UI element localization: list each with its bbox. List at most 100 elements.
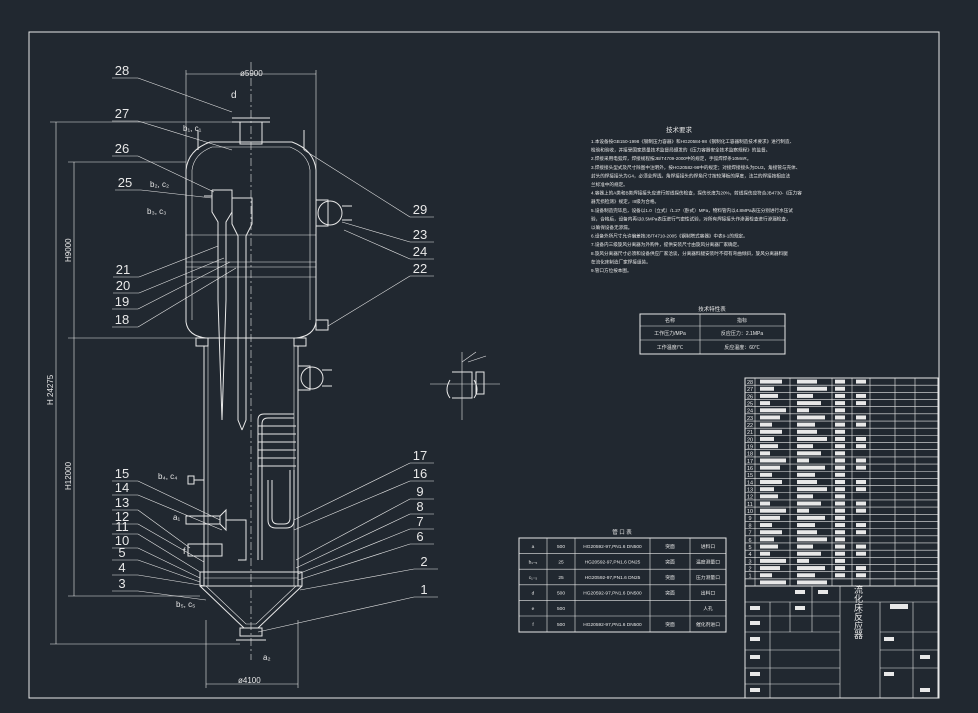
parts-list-number: 13 (747, 488, 753, 494)
parts-list-number: 27 (747, 387, 753, 393)
parts-list-number: 18 (747, 452, 753, 458)
part-label-1: 1 (420, 582, 427, 597)
leader-line-12 (137, 523, 205, 563)
leader-line-6 (297, 543, 411, 581)
leader-line-26 (137, 155, 215, 193)
leader-line-20 (138, 257, 225, 294)
part-label-21: 21 (116, 262, 130, 277)
part-label-14: 14 (115, 480, 129, 495)
tech-requirement-line: 1.本设备按GB150-1998《钢制压力容器》和HG20584-98《钢制化工… (591, 138, 794, 145)
title-block: 流化床反应器 (744, 584, 939, 699)
leader-line-10 (137, 547, 201, 579)
tech-requirement-line: 以确保设备无渗漏。 (591, 224, 632, 231)
part-label-11: 11 (115, 519, 129, 534)
nozzle-b3-label: b₃, c₃ (147, 207, 166, 216)
nozzle-b4-label: b₄, c₄ (158, 472, 177, 481)
part-label-29: 29 (413, 202, 427, 217)
part-label-22: 22 (413, 261, 427, 276)
nozzle-table-cell: 压力测量口 (696, 574, 720, 581)
nozzle-table-cell: 25 (558, 559, 564, 565)
parts-list-number: 3 (748, 559, 751, 565)
nozzle-detail-view (430, 351, 500, 420)
leader-line-1 (257, 596, 415, 633)
nozzle-table-cell: HG20592-97,PN1.6 DN500 (583, 544, 642, 550)
nozzle-table-cell: 突面 (665, 590, 675, 597)
parts-list-number: 25 (747, 401, 753, 407)
tech-characteristics-table: 技术特性表 名称 指标 工作压力/MPa 反应压力：2.1MPa 工作温度/℃ … (639, 305, 786, 355)
tc-row1-name: 工作压力/MPa (654, 330, 686, 337)
dim-lower-height: H12000 (64, 461, 73, 490)
cyclone-separator (211, 189, 233, 300)
parts-list-number: 16 (747, 466, 753, 472)
tech-requirement-line: 检验和验收，并接受国家质量技术监督局颁发的《压力容器安全技术监察规程》的监督。 (591, 147, 770, 154)
part-label-9: 9 (416, 484, 423, 499)
reactor-vessel (50, 62, 352, 688)
parts-list-number: 21 (747, 430, 753, 436)
leader-line-16 (293, 480, 411, 531)
nozzle-table-cell: HG20592-97,PN1.6 DN500 (583, 591, 642, 597)
parts-list-number: 9 (748, 516, 751, 522)
nozzle-table-cell: e (532, 607, 535, 612)
leader-line-5 (137, 559, 201, 583)
part-label-4: 4 (118, 560, 125, 575)
nozzle-table-cell: 温度测量口 (696, 558, 720, 565)
part-label-20: 20 (116, 278, 130, 293)
heat-exchange-coil (257, 413, 294, 560)
dim-upper-height: H9000 (64, 238, 73, 262)
part-label-27: 27 (115, 106, 129, 121)
part-label-17: 17 (413, 448, 427, 463)
parts-list-number: 2 (748, 566, 751, 572)
leader-line-19 (137, 261, 231, 310)
leader-line-4 (137, 574, 207, 587)
tc-header-value: 指标 (737, 317, 747, 324)
parts-list-number: 7 (748, 531, 751, 537)
nozzle-table-cell: f (532, 622, 534, 628)
part-label-8: 8 (416, 499, 423, 514)
nozzle-table-cell: 突面 (665, 574, 675, 581)
parts-list-number: 1 (748, 574, 751, 580)
top-head (185, 141, 317, 171)
nozzle-b1-label: b₁, c₁ (183, 124, 202, 133)
part-label-16: 16 (413, 466, 427, 481)
nozzle-table-cell: 突面 (665, 543, 675, 550)
parts-list-number: 24 (747, 409, 753, 415)
leader-line-17 (293, 462, 411, 521)
tech-requirement-line: 7.设备内三级旋风分离器为外购件，提供安装尺寸由旋风分离器厂家确定。 (591, 241, 742, 248)
leader-line-7 (297, 528, 411, 575)
nozzle-table-cell: 500 (557, 544, 565, 550)
leader-line-25 (140, 189, 213, 199)
tc-header-name: 名称 (665, 317, 675, 324)
nozzle-table-cell: 催化剂进口 (696, 621, 720, 628)
part-label-19: 19 (115, 294, 129, 309)
dim-bottom-diameter: ø4100 (238, 676, 261, 685)
nozzle-table-title: 管 口 表 (612, 528, 632, 536)
leader-line-27 (137, 120, 233, 151)
nozzle-f-label: f (183, 546, 186, 556)
parts-list-number: 4 (748, 552, 751, 558)
nozzle-b2-label: b₂, c₂ (150, 180, 169, 189)
parts-list-number: 15 (747, 473, 753, 479)
part-label-5: 5 (118, 545, 125, 560)
nozzle-table-cell: 500 (557, 622, 565, 628)
catalyst-inlet-f (187, 543, 223, 557)
part-label-28: 28 (115, 63, 129, 78)
tech-requirement-line: 9.管口方位按本图。 (591, 267, 632, 274)
nozzle-table-cell: 25 (558, 575, 564, 581)
leader-line-28 (137, 77, 233, 113)
nozzle-b5-label: b₅, c₅ (176, 600, 195, 609)
nozzle-table-cell: 突面 (665, 558, 675, 565)
tech-requirement-line: 器无损检测》规定，III级为合格。 (591, 198, 659, 205)
tech-requirement-line: 8.旋风分离器尺寸必须和设备供应厂家洽谈，分离器料腿安装时不得有弯曲倾斜，旋风分… (591, 250, 788, 257)
leader-line-8 (295, 513, 411, 569)
tech-requirement-line: 验，合格后，设备内再以0.5MPa表压进行气密性试验，对所有焊接接头作渗漏检查进… (591, 215, 791, 222)
leader-line-13 (137, 509, 191, 549)
part-label-2: 2 (420, 554, 427, 569)
tech-requirement-line: 5.设备制造完毕后，设备以1.0（立式）/1.27（卧式）MPa，物料管内以4.… (591, 207, 793, 214)
dimension-lines (50, 70, 317, 688)
leader-line-2 (299, 568, 415, 591)
tech-requirement-line: 6.设备外所尺寸允许偏差按JB/T4710-2005《钢制塔式容器》中表9-1的… (591, 233, 748, 240)
part-label-12: 12 (115, 509, 129, 524)
part-label-3: 3 (118, 576, 125, 591)
parts-list-number: 6 (748, 538, 751, 544)
